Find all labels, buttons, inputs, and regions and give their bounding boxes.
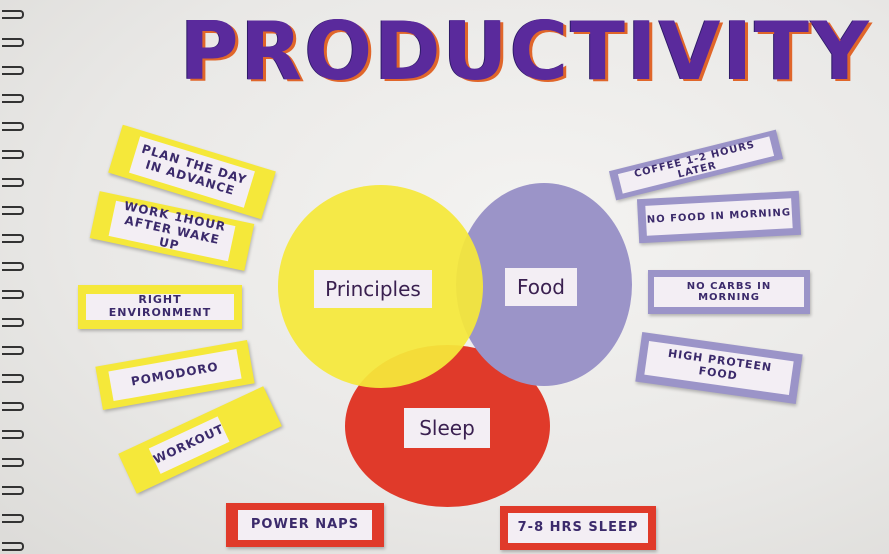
food-text: HIGH PROTEEN FOOD: [644, 341, 794, 395]
principle-strip: POMODORO: [95, 339, 255, 411]
sleep-label: Sleep: [404, 408, 490, 448]
principle-text: WORK 1HOUR AFTER WAKE UP: [108, 199, 236, 262]
sleep-text: 7-8 HRS SLEEP: [508, 513, 648, 543]
food-text: NO CARBS IN MORNING: [654, 277, 804, 307]
spiral-ring: [2, 10, 24, 19]
spiral-ring: [2, 430, 24, 439]
food-text: NO FOOD IN MORNING: [645, 198, 793, 236]
spiral-ring: [2, 514, 24, 523]
principle-text: PLAN THE DAY IN ADVANCE: [129, 136, 255, 208]
sleep-strip: POWER NAPS: [226, 503, 384, 547]
spiral-ring: [2, 542, 24, 551]
food-strip: NO CARBS IN MORNING: [648, 270, 810, 314]
spiral-ring: [2, 374, 24, 383]
sleep-strip: 7-8 HRS SLEEP: [500, 506, 656, 550]
principle-text: WORKOUT: [148, 416, 230, 474]
principle-text: POMODORO: [108, 348, 242, 402]
principle-strip: RIGHT ENVIRONMENT: [78, 285, 242, 329]
spiral-ring: [2, 234, 24, 243]
spiral-ring: [2, 262, 24, 271]
spiral-ring: [2, 38, 24, 47]
page-title: PRODUCTIVITY: [180, 5, 871, 98]
spiral-ring: [2, 94, 24, 103]
spiral-ring: [2, 178, 24, 187]
principle-text: RIGHT ENVIRONMENT: [86, 294, 234, 320]
spiral-ring: [2, 290, 24, 299]
food-strip: NO FOOD IN MORNING: [636, 190, 802, 244]
sleep-text: POWER NAPS: [238, 510, 372, 540]
food-strip: HIGH PROTEEN FOOD: [635, 331, 803, 405]
spiral-ring: [2, 206, 24, 215]
spiral-ring: [2, 122, 24, 131]
food-strip: COFFEE 1-2 HOURS LATER: [608, 129, 784, 201]
spiral-ring: [2, 346, 24, 355]
spiral-ring: [2, 458, 24, 467]
spiral-ring: [2, 486, 24, 495]
food-text: COFFEE 1-2 HOURS LATER: [617, 136, 775, 194]
spiral-ring: [2, 150, 24, 159]
spiral-ring: [2, 318, 24, 327]
principles-label: Principles: [314, 270, 432, 308]
food-label: Food: [505, 268, 577, 306]
spiral-ring: [2, 402, 24, 411]
notebook-spiral: [0, 0, 26, 554]
spiral-ring: [2, 66, 24, 75]
